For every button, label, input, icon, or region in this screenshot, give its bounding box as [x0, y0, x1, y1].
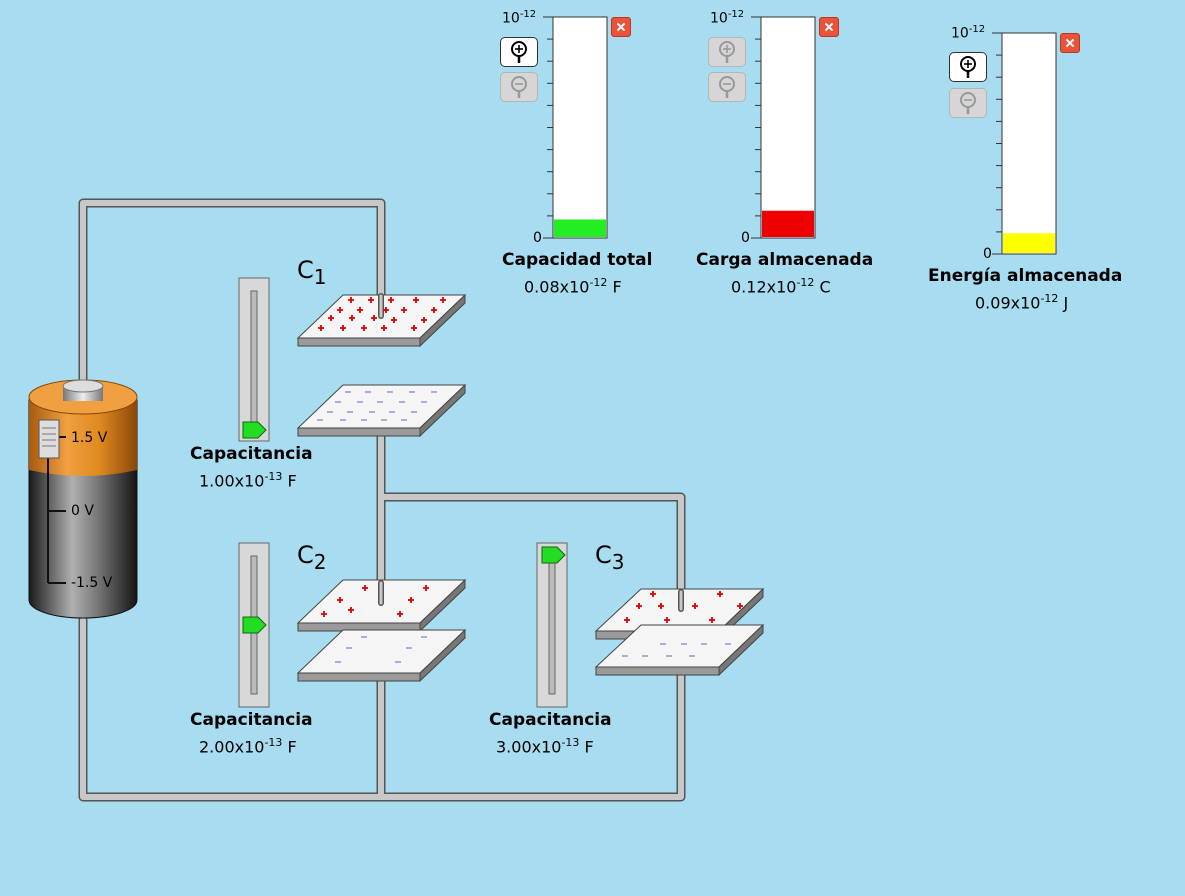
positive-charge [348, 297, 354, 303]
meter-0-title: Capacidad total [502, 250, 653, 270]
meter-carga-almacenada [751, 16, 816, 239]
meter-1-zoom-out-button[interactable] [708, 72, 746, 102]
meter-0-zoom-out-button[interactable] [500, 72, 538, 102]
positive-charge [413, 297, 419, 303]
slider-c1-label: Capacitancia [190, 444, 313, 464]
meter-0-close-button[interactable] [611, 17, 631, 37]
positive-charge [431, 307, 437, 313]
positive-charge [658, 603, 664, 609]
positive-charge [371, 315, 377, 321]
positive-charge [423, 585, 429, 591]
positive-charge [348, 607, 354, 613]
slider-c1[interactable] [238, 277, 270, 442]
meter-2-scale-label: 10-12 [951, 24, 986, 42]
zoom-in-icon [960, 56, 976, 78]
zoom-out-icon [960, 92, 976, 114]
meter-1-zoom-in-button[interactable] [708, 37, 746, 67]
slider-c2-label: Capacitancia [190, 710, 313, 730]
positive-charge [636, 603, 642, 609]
positive-charge [391, 317, 397, 323]
meter-energia-almacenada [992, 32, 1057, 255]
zoom-out-icon [719, 76, 735, 98]
positive-charge [318, 325, 324, 331]
charge-marks [317, 297, 743, 663]
meter-energia-almacenada-fill [1003, 233, 1055, 253]
capacitor-c2-name: C2 [297, 541, 327, 574]
slider-c1-knob [242, 421, 267, 439]
meter-2-zoom-in-button[interactable] [949, 52, 987, 82]
meter-0-zero-label: 0 [533, 230, 542, 246]
meter-2-title: Energía almacenada [928, 266, 1123, 286]
positive-charge [362, 585, 368, 591]
meter-1-title: Carga almacenada [696, 250, 874, 270]
meter-capacidad-total [543, 16, 608, 239]
positive-charge [340, 325, 346, 331]
meter-2-value: 0.09x10-12 J [975, 292, 1069, 313]
positive-charge [397, 611, 403, 617]
positive-charge [624, 617, 630, 623]
positive-charge [717, 591, 723, 597]
battery-label-top: 1.5 V [71, 430, 108, 446]
positive-charge [411, 325, 417, 331]
wires [78, 198, 686, 802]
positive-charge [709, 617, 715, 623]
battery-label-bottom: -1.5 V [71, 575, 113, 591]
meter-capacidad-total-fill [554, 219, 606, 237]
slider-c3-knob [541, 546, 566, 564]
meter-1-value: 0.12x10-12 C [731, 276, 831, 297]
meter-2-zero-label: 0 [983, 246, 992, 262]
meter-2-close-button[interactable] [1060, 33, 1080, 53]
slider-c2-value: 2.00x10-13 F [199, 736, 297, 757]
positive-charge [421, 317, 427, 323]
zoom-out-icon [511, 76, 527, 98]
capacitor-c3-name: C3 [595, 541, 625, 574]
battery-voltage-slider[interactable] [38, 419, 60, 459]
positive-charge [328, 315, 334, 321]
positive-charge [361, 325, 367, 331]
positive-charge [650, 591, 656, 597]
positive-charge [388, 297, 394, 303]
positive-charge [349, 315, 355, 321]
meter-1-scale-label: 10-12 [710, 9, 745, 27]
slider-c3[interactable] [536, 542, 568, 708]
meter-0-scale-label: 10-12 [502, 9, 537, 27]
positive-charge [664, 617, 670, 623]
capacitor-c3 [594, 587, 765, 677]
c3-bottom-plate [594, 623, 765, 677]
positive-charge [337, 597, 343, 603]
zoom-in-icon [719, 41, 735, 63]
capacitor-c1-name: C1 [297, 256, 327, 289]
positive-charge [337, 307, 343, 313]
positive-charge [737, 603, 743, 609]
slider-c1-value: 1.00x10-13 F [199, 470, 297, 491]
positive-charge [692, 603, 698, 609]
meter-2-zoom-out-button[interactable] [949, 88, 987, 118]
c2-bottom-plate [296, 628, 467, 683]
meter-0-value: 0.08x10-12 F [524, 276, 622, 297]
meter-1-zero-label: 0 [741, 230, 750, 246]
positive-charge [357, 307, 363, 313]
positive-charge [408, 597, 414, 603]
battery-label-mid: 0 V [71, 503, 94, 519]
positive-charge [401, 307, 407, 313]
meter-1-close-button[interactable] [819, 17, 839, 37]
meter-carga-almacenada-fill [762, 210, 814, 237]
c1-bottom-plate [296, 383, 467, 438]
slider-c3-label: Capacitancia [489, 710, 612, 730]
plate-wire-ends [378, 293, 684, 612]
battery [28, 379, 138, 619]
positive-charge [321, 611, 327, 617]
positive-charge [440, 297, 446, 303]
positive-charge [383, 307, 389, 313]
slider-c3-value: 3.00x10-13 F [496, 736, 594, 757]
positive-charge [381, 325, 387, 331]
positive-charge [368, 297, 374, 303]
slider-c2[interactable] [238, 542, 270, 708]
meter-0-zoom-in-button[interactable] [500, 37, 538, 67]
zoom-in-icon [511, 41, 527, 63]
slider-c2-knob [242, 616, 267, 634]
